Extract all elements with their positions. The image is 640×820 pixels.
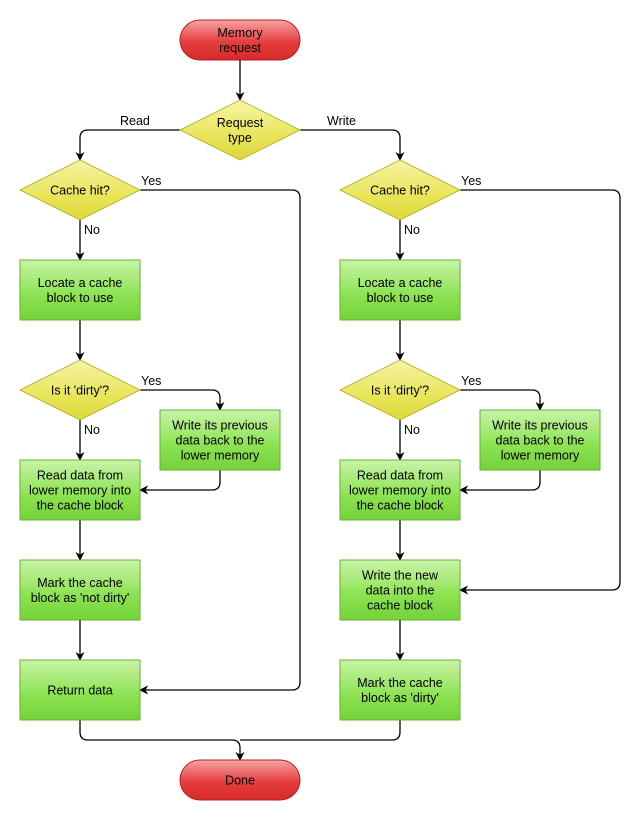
node-label: data into the [366, 584, 435, 598]
decision-read-cache-hit: Cache hit? [18, 159, 142, 221]
node-label: Request [217, 116, 264, 130]
node-label: Cache hit? [370, 184, 430, 198]
node-label: Done [225, 774, 255, 788]
node-label: Read data from [37, 469, 123, 483]
decision-shape [178, 99, 302, 161]
line-mark-dirty-to-done [240, 720, 401, 741]
edge-label-right-dirty-yes: Yes [461, 374, 481, 388]
process-shape [159, 409, 281, 471]
node-label: the cache block [357, 499, 445, 513]
process-shape [19, 559, 141, 621]
flow-arrows [75, 60, 621, 761]
edge-labels: Read Write Yes No Yes No Yes No Yes No [84, 114, 481, 437]
node-label: block as 'not dirty' [31, 591, 130, 605]
edge-label-left-hit-no: No [84, 223, 100, 237]
arrow-read-dirty-yes [140, 389, 225, 411]
node-label: type [228, 131, 252, 145]
node-label: Write its previous [492, 419, 588, 433]
process-shape [19, 459, 141, 521]
process-return-data: Return data [19, 659, 141, 721]
arrow-read-hit-to-return [139, 189, 301, 695]
node-label: Is it 'dirty'? [371, 384, 429, 398]
node-label: Read data from [357, 469, 443, 483]
process-shape [339, 459, 461, 521]
node-label: Locate a cache [358, 276, 443, 290]
node-label: Return data [47, 684, 112, 698]
node-label: the cache block [37, 499, 125, 513]
process-shape [479, 409, 601, 471]
edge-label-write: Write [327, 114, 356, 128]
arrow-write-branch [300, 129, 405, 161]
decision-shape [338, 359, 462, 421]
node-label: data back to the [176, 434, 265, 448]
arrow-write-dirty-yes [460, 389, 545, 411]
arrow-return-to-done [79, 720, 245, 761]
process-shape [339, 259, 461, 321]
node-label: Mark the cache [357, 676, 443, 690]
node-label: Cache hit? [50, 184, 110, 198]
terminal-shape [179, 19, 301, 61]
process-shape [339, 659, 461, 721]
arrow-write-writeback-to-load [459, 470, 541, 495]
decision-read-is-dirty: Is it 'dirty'? [18, 359, 142, 421]
node-label: lower memory into [29, 484, 131, 498]
node-label: block to use [47, 291, 114, 305]
arrow-write-hit-to-write [459, 189, 621, 595]
arrow-read-writeback-to-load [139, 470, 221, 495]
process-shape [19, 659, 141, 721]
decision-shape [338, 159, 462, 221]
edge-label-right-hit-yes: Yes [461, 174, 481, 188]
decision-write-is-dirty: Is it 'dirty'? [338, 359, 462, 421]
node-label: lower memory into [349, 484, 451, 498]
node-label: Write its previous [172, 419, 268, 433]
edge-label-read: Read [120, 114, 150, 128]
node-label: Is it 'dirty'? [51, 384, 109, 398]
node-label: data back to the [496, 434, 585, 448]
decision-shape [18, 159, 142, 221]
edge-label-right-hit-no: No [404, 223, 420, 237]
node-label: request [219, 41, 261, 55]
node-label: Write the new [362, 569, 439, 583]
decision-shape [18, 359, 142, 421]
node-label: Locate a cache [38, 276, 123, 290]
process-shape [339, 559, 461, 621]
node-label: block as 'dirty' [361, 691, 439, 705]
node-label: Memory [217, 26, 263, 40]
node-label: lower memory [501, 449, 580, 463]
edge-label-left-dirty-no: No [84, 423, 100, 437]
node-label: Mark the cache [37, 576, 123, 590]
edge-label-left-hit-yes: Yes [141, 174, 161, 188]
edge-label-right-dirty-no: No [404, 423, 420, 437]
arrow-read-branch [75, 129, 180, 161]
node-label: lower memory [181, 449, 260, 463]
process-shape [19, 259, 141, 321]
terminal-shape [179, 759, 301, 801]
node-label: cache block [367, 599, 434, 613]
edge-label-left-dirty-yes: Yes [141, 374, 161, 388]
end-done: Done [179, 759, 301, 801]
node-label: block to use [367, 291, 434, 305]
decision-write-cache-hit: Cache hit? [338, 159, 462, 221]
